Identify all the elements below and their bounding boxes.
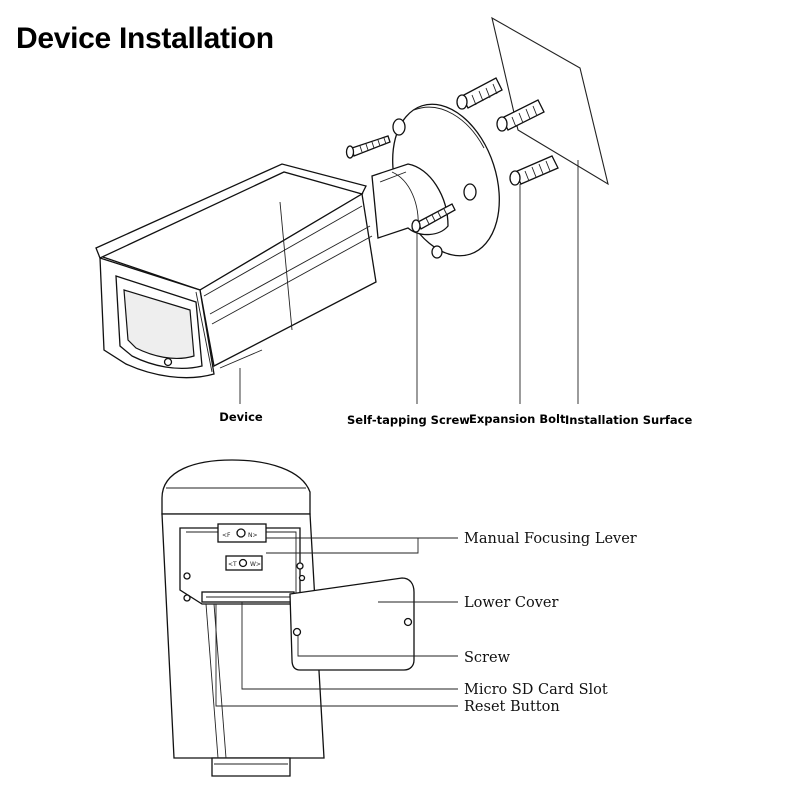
expansion-bolt-icon	[496, 99, 545, 132]
label-reset-button: Reset Button	[464, 699, 560, 715]
lever-mark-tele: <T	[228, 561, 237, 568]
label-screw: Screw	[464, 650, 511, 666]
installation-surface-wall	[491, 16, 609, 186]
label-self-tapping-screw: Self-tapping Screw	[347, 413, 470, 427]
page-title: Device Installation	[16, 22, 274, 55]
label-lower-cover: Lower Cover	[464, 595, 558, 611]
expansion-bolt-icon	[509, 155, 559, 186]
top-leader-lines	[239, 160, 579, 404]
label-manual-focusing-lever: Manual Focusing Lever	[464, 531, 637, 547]
lever-mark-focus: <F	[222, 532, 231, 539]
label-expansion-bolt: Expansion Bolt	[469, 412, 566, 426]
lever-mark-wide: W>	[250, 561, 261, 568]
self-tapping-screw-icon	[411, 203, 456, 233]
bottom-leader-lines	[215, 537, 458, 707]
lower-cover	[289, 577, 415, 671]
self-tapping-screw-icon	[345, 135, 391, 159]
lever-mark-near: N>	[248, 532, 258, 539]
expansion-bolt-icon	[456, 77, 503, 110]
label-device: Device	[219, 410, 263, 424]
camera-device	[95, 163, 377, 379]
label-micro-sd-card-slot: Micro SD Card Slot	[464, 682, 608, 698]
label-installation-surface: Installation Surface	[565, 413, 692, 427]
